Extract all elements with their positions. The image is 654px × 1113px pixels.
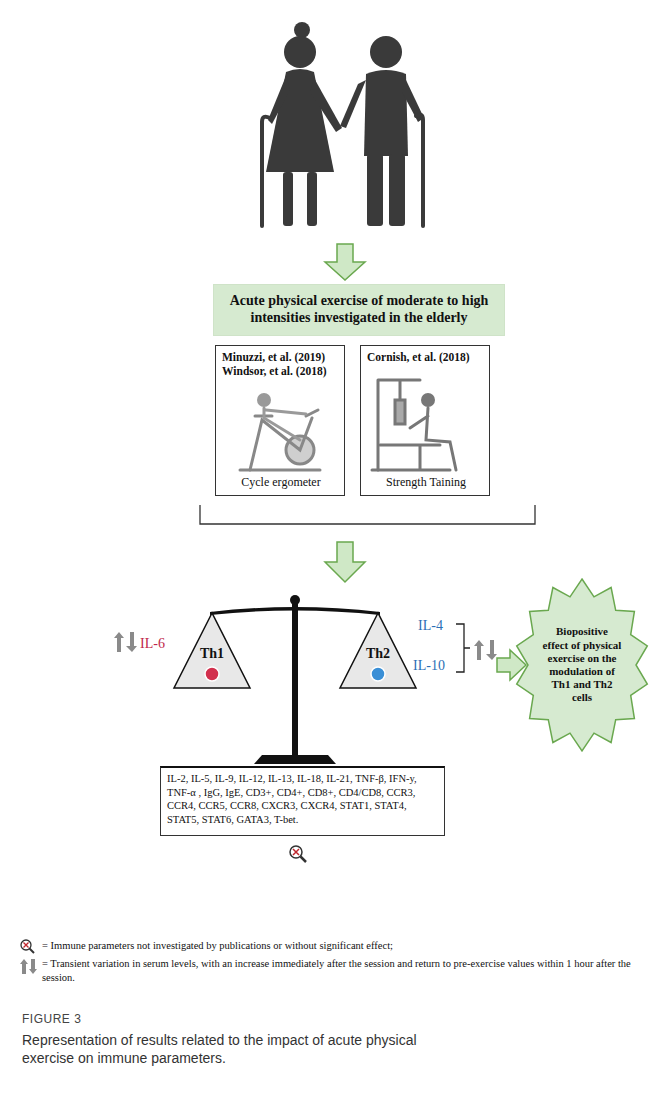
pan-label: Th1 xyxy=(172,646,252,662)
legend-text: = Transient variation in serum levels, w… xyxy=(42,957,642,984)
pan-label: Th2 xyxy=(338,646,418,662)
legend-text: = Immune parameters not investigated by … xyxy=(42,939,642,953)
node-text: Minuzzi, et al. (2019) xyxy=(222,350,340,364)
title-box: Acute physical exercise of moderate to h… xyxy=(213,284,505,336)
node-text: Strength Taining xyxy=(367,475,485,490)
magnifier-icon xyxy=(290,846,306,862)
parameter-list: IL-2, IL-5, IL-9, IL-12, IL-13, IL-18, I… xyxy=(160,766,445,836)
elderly-couple xyxy=(266,22,424,226)
cytokine-label: IL-10 xyxy=(413,658,445,674)
bracket xyxy=(456,624,470,672)
cell xyxy=(371,667,385,681)
spacer xyxy=(367,364,485,475)
canes xyxy=(262,115,423,226)
cytokine-label: IL-4 xyxy=(418,618,443,634)
spacer xyxy=(222,379,340,475)
variation-arrows xyxy=(114,632,137,652)
down-arrow xyxy=(325,542,365,582)
cytokine-label: IL-6 xyxy=(140,636,165,652)
node-text: Acute physical exercise of moderate to h… xyxy=(222,293,496,327)
variation-arrows xyxy=(474,640,497,660)
study-box: Minuzzi, et al. (2019)Windsor, et al. (2… xyxy=(215,345,345,496)
figure-number: FIGURE 3 xyxy=(22,1012,81,1026)
node-text: Cycle ergometer xyxy=(222,475,340,490)
down-arrow xyxy=(325,244,365,280)
effect-star: Biopositive effect of physical exercise … xyxy=(514,578,650,752)
node-text: Cornish, et al. (2018) xyxy=(367,350,485,364)
magnifier-icon xyxy=(21,940,34,953)
cell xyxy=(205,667,219,681)
caption: Representation of results related to the… xyxy=(22,1031,422,1067)
node-text: Windsor, et al. (2018) xyxy=(222,364,340,378)
th1-pan: Th1 xyxy=(172,612,252,690)
node-text: Biopositive effect of physical exercise … xyxy=(542,625,622,704)
th2-pan: Th2 xyxy=(338,612,418,690)
strength-machine xyxy=(372,380,456,470)
node-text: IL-2, IL-5, IL-9, IL-12, IL-13, IL-18, I… xyxy=(167,772,438,827)
cycle-ergometer xyxy=(240,393,320,470)
starburst xyxy=(517,579,648,751)
study-box: Cornish, et al. (2018) Strength Taining xyxy=(360,345,490,496)
bracket xyxy=(200,505,535,524)
variation-arrows xyxy=(20,959,37,974)
